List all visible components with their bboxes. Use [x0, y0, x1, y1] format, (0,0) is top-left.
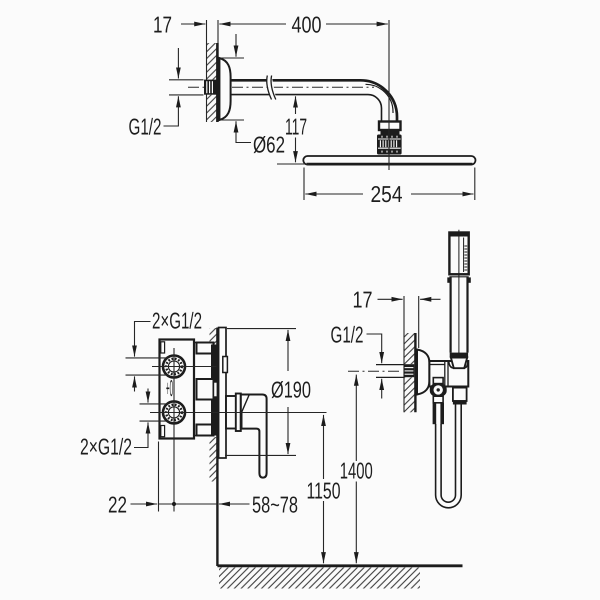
dim-flange-diameter: Ø62 [221, 34, 285, 158]
label-mixer-inlets-top: 2×G1/2 [152, 308, 202, 334]
dim-mixer-depth-range: 58~78 [218, 492, 298, 518]
label-mixer-body-offset: 22 [108, 492, 127, 518]
label-arm-wall-thickness: 17 [153, 12, 172, 38]
shower-arm-pipe [230, 75, 399, 122]
dim-head-diameter: 254 [303, 167, 476, 207]
dim-mixer-body-offset: 22 [108, 441, 217, 518]
label-mixer-inlets-bottom: 2×G1/2 [80, 434, 132, 460]
overhead-shower-assembly [188, 20, 477, 170]
outlet-ball-joint [429, 376, 447, 425]
hand-shower [447, 229, 471, 370]
label-flange-diameter: Ø62 [253, 132, 285, 158]
label-head-diameter: 254 [371, 181, 403, 207]
port-mark-label: +0 [166, 375, 173, 401]
outlet-supply-stub [348, 364, 415, 378]
dim-outlet-wall-thickness: 17 [353, 287, 441, 313]
arm-thread-nipple [188, 79, 218, 95]
dim-mixer-inlets-bottom: 2×G1/2 [80, 388, 168, 460]
mixer-lever-handle [239, 393, 268, 479]
label-outlet-height: 1400 [340, 458, 373, 484]
wall-section-top [205, 20, 219, 122]
dim-arm-length: 400 [219, 12, 388, 38]
mixer-assembly: +0 [150, 326, 327, 566]
dim-head-drop: 117 [277, 96, 309, 165]
dim-outlet-thread: G1/2 [331, 322, 385, 399]
dimensions: 17 400 G1/2 Ø62 117 [80, 12, 476, 564]
label-outlet-wall-thickness: 17 [353, 287, 373, 313]
dim-arm-thread: G1/2 [129, 48, 204, 140]
label-arm-length: 400 [292, 12, 322, 38]
wall-section-outlet [403, 296, 420, 413]
label-arm-thread: G1/2 [129, 114, 162, 140]
dim-mixer-inlets-top: 2×G1/2 [125, 308, 202, 392]
dim-trim-plate-diameter: Ø190 [225, 328, 311, 456]
shower-hose [434, 386, 468, 509]
dim-arm-wall-thickness: 17 [153, 12, 206, 38]
hand-shower-assembly [348, 229, 471, 509]
label-mixer-depth-range: 58~78 [252, 492, 298, 518]
label-trim-plate-diameter: Ø190 [271, 377, 311, 403]
wall-section-mixer [209, 327, 219, 566]
label-outlet-thread: G1/2 [331, 322, 364, 348]
label-head-drop: 117 [285, 114, 307, 140]
dim-mixer-height: 1150 [307, 414, 341, 564]
floor-section [217, 564, 463, 589]
dim-outlet-height: 1400 [340, 374, 373, 564]
label-mixer-height: 1150 [307, 478, 341, 504]
arm-wall-flange [218, 56, 232, 122]
holder-wall-flange [416, 348, 431, 396]
